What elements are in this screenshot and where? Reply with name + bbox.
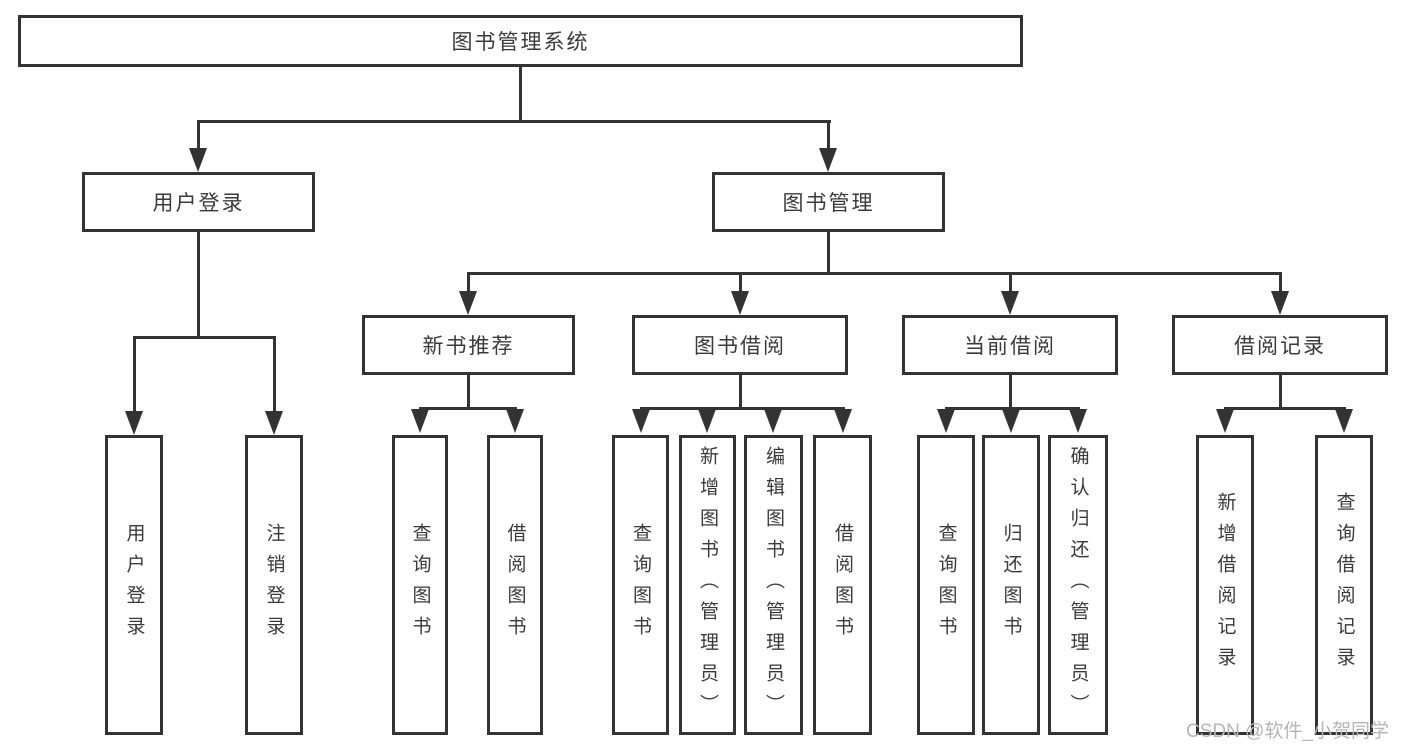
connector-stem (827, 232, 830, 275)
leaf-label: 确认归还（管理员） (1067, 445, 1089, 725)
leaf-add-borrow-record: 新增借阅记录 (1196, 435, 1254, 735)
arrow-down-icon (506, 409, 524, 433)
leaf-edit-book-admin: 编辑图书（管理员） (744, 435, 803, 735)
connector-stem (197, 232, 200, 339)
connector-stem (1279, 375, 1282, 410)
leaf-label: 归还图书 (1000, 523, 1022, 647)
node-library-management-system: 图书管理系统 (18, 15, 1023, 67)
leaf-label: 注销登录 (263, 523, 285, 647)
connector-bar (640, 407, 845, 410)
node-label: 图书管理 (782, 192, 875, 215)
leaf-label: 用户登录 (123, 523, 145, 647)
arrow-down-icon (125, 411, 143, 435)
arrow-down-icon (459, 291, 477, 315)
connector-stem (739, 272, 742, 293)
arrow-down-icon (1271, 291, 1289, 315)
node-new-book-recommendation: 新书推荐 (362, 315, 575, 375)
node-borrowing-records: 借阅记录 (1172, 315, 1388, 375)
leaf-borrow-books: 借阅图书 (487, 435, 543, 735)
connector-stem (133, 336, 136, 413)
connector-stem (1279, 272, 1282, 293)
leaf-label: 新增借阅记录 (1214, 492, 1236, 678)
arrow-down-icon (189, 148, 207, 172)
connector-bar (419, 407, 517, 410)
leaf-label: 查询图书 (630, 523, 651, 647)
leaf-label: 查询借阅记录 (1333, 492, 1355, 678)
connector-stem (519, 67, 522, 123)
node-label: 新书推荐 (422, 335, 515, 358)
node-book-borrowing: 图书借阅 (632, 315, 848, 375)
connector-stem (1009, 272, 1012, 293)
arrow-down-icon (731, 291, 749, 315)
leaf-return-books: 归还图书 (982, 435, 1040, 735)
node-label: 当前借阅 (964, 335, 1056, 358)
connector-stem (197, 120, 200, 150)
leaf-label: 借阅图书 (504, 523, 526, 647)
connector-bar (945, 407, 1080, 410)
leaf-query-books: 查询图书 (392, 435, 448, 735)
arrow-down-icon (698, 409, 716, 433)
leaf-label: 借阅图书 (832, 523, 853, 647)
arrow-down-icon (1002, 409, 1020, 433)
arrow-down-icon (819, 148, 837, 172)
node-user-login: 用户登录 (82, 172, 315, 232)
node-label: 借阅记录 (1234, 335, 1326, 358)
leaf-user-login: 用户登录 (105, 435, 163, 735)
node-label: 图书管理系统 (451, 31, 590, 54)
leaf-label: 查询图书 (935, 523, 957, 647)
connector-bar (133, 336, 276, 339)
arrow-down-icon (1001, 291, 1019, 315)
arrow-down-icon (1216, 409, 1234, 433)
connector-bar (467, 272, 1282, 275)
arrow-down-icon (411, 409, 429, 433)
arrow-down-icon (1335, 409, 1353, 433)
connector-stem (273, 336, 276, 413)
connector-stem (739, 375, 742, 410)
leaf-logout: 注销登录 (245, 435, 303, 735)
node-current-borrowing: 当前借阅 (902, 315, 1118, 375)
connector-bar (197, 120, 831, 123)
arrow-down-icon (1069, 409, 1087, 433)
leaf-add-book-admin: 新增图书（管理员） (679, 435, 736, 735)
arrow-down-icon (937, 409, 955, 433)
arrow-down-icon (834, 409, 852, 433)
connector-stem (467, 272, 470, 293)
connector-stem (827, 120, 830, 150)
leaf-query-borrow-record: 查询借阅记录 (1315, 435, 1373, 735)
csdn-watermark: CSDN @软件_小贺同学 (1186, 721, 1389, 742)
leaf-label: 编辑图书（管理员） (763, 445, 784, 725)
node-label: 图书借阅 (694, 335, 786, 358)
arrow-down-icon (265, 411, 283, 435)
leaf-label: 查询图书 (409, 523, 431, 647)
connector-stem (1009, 375, 1012, 410)
arrow-down-icon (764, 409, 782, 433)
leaf-query-books: 查询图书 (612, 435, 669, 735)
leaf-query-books: 查询图书 (917, 435, 975, 735)
arrow-down-icon (632, 409, 650, 433)
connector-bar (1224, 407, 1346, 410)
node-book-management: 图书管理 (712, 172, 945, 232)
leaf-label: 新增图书（管理员） (697, 445, 718, 725)
connector-stem (467, 375, 470, 410)
node-label: 用户登录 (152, 192, 245, 215)
leaf-borrow-books: 借阅图书 (813, 435, 872, 735)
leaf-confirm-return-admin: 确认归还（管理员） (1048, 435, 1108, 735)
